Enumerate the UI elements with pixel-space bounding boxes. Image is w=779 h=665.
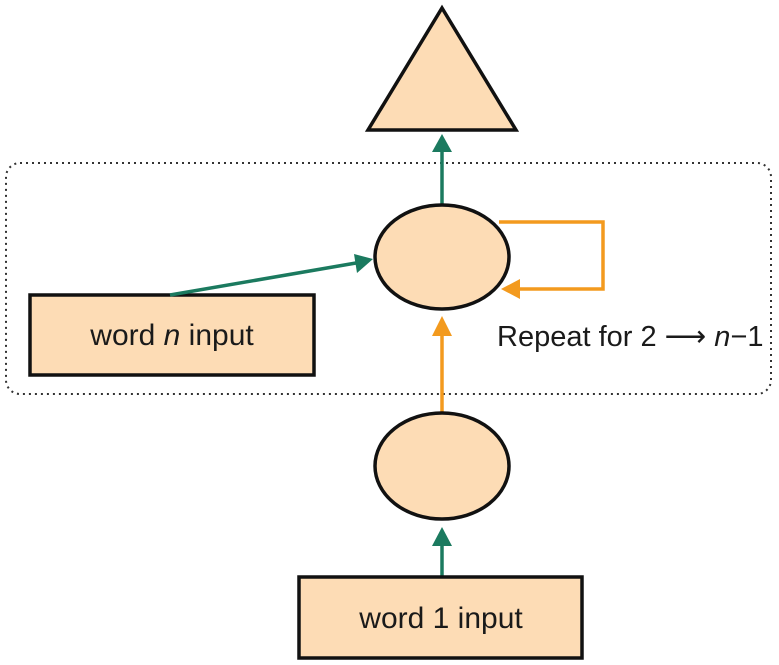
word-1-to-hidden-arrowhead	[432, 527, 452, 546]
first-hidden-node	[373, 411, 511, 521]
repeat-label: Repeat for 2 ⟶ n−1	[497, 321, 764, 353]
hidden-to-output-arrowhead	[432, 134, 452, 152]
recurrent-loop-arrow	[499, 220, 605, 291]
recurrent-hidden-node	[373, 203, 511, 311]
word-n-input-label: word n input	[89, 319, 254, 352]
word-n-to-hidden-arrowhead	[354, 254, 373, 273]
recurrent-loop-arrowhead	[501, 279, 520, 299]
output-triangle	[364, 4, 520, 132]
word-n-to-hidden-arrow	[169, 261, 357, 297]
word-n-input-box	[28, 293, 316, 377]
word-1-input-label: word 1 input	[358, 602, 523, 635]
word-1-input-box	[297, 575, 584, 660]
hidden-to-hidden-arrowhead	[432, 316, 452, 336]
